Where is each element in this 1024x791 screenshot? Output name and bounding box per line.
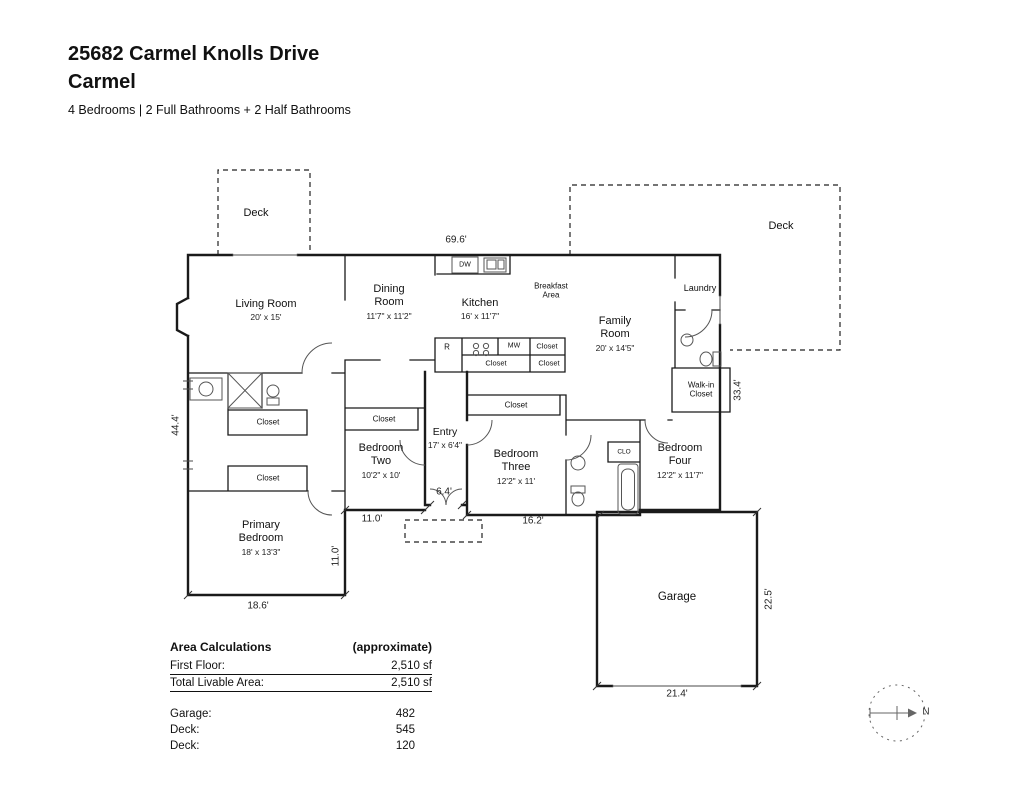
- room-label-primary-bedroom: Primary Bedroom 18' x 13'3": [238, 519, 284, 557]
- room-label-kitchen: Kitchen 16' x 11'7": [460, 297, 500, 321]
- dimension-left-height: 44.4': [170, 414, 182, 436]
- dimension-garage-bottom: 21.4': [666, 688, 688, 700]
- area-row-label: Deck:: [170, 724, 200, 736]
- area-calculations-title: Area Calculations: [170, 640, 272, 654]
- area-row-value: 2,510 sf: [391, 660, 432, 672]
- deck-label: Deck: [768, 220, 794, 232]
- dimension-entry-door: 6.4': [436, 486, 452, 498]
- kitchen-sink-basin: [497, 259, 505, 270]
- sink-icon: [266, 384, 280, 398]
- shower-icon: [227, 372, 263, 409]
- bed-bath-summary: 4 Bedrooms | 2 Full Bathrooms + 2 Half B…: [68, 103, 351, 117]
- interior-walls: [187, 254, 731, 516]
- room-label-dining-room: Dining Room 11'7" x 11'2": [366, 283, 412, 321]
- outer-walls: [175, 253, 759, 688]
- kitchen-sink-icon: [483, 257, 507, 273]
- door-arcs: [301, 309, 713, 516]
- area-row: Deck: 545: [170, 722, 415, 738]
- deck-outlines: [217, 169, 841, 543]
- closet-label: Closet: [538, 358, 560, 368]
- dimension-ticks: [183, 500, 762, 691]
- area-row-value: 545: [395, 724, 415, 736]
- range-label: R: [444, 342, 450, 352]
- sink-icon: [198, 381, 214, 397]
- closet-label: Closet: [485, 358, 507, 368]
- area-row-label: Deck:: [170, 740, 200, 752]
- cooktop-burner-icon: [472, 342, 480, 350]
- shower-x-icon: [227, 372, 263, 409]
- area-row-label: Garage:: [170, 708, 212, 720]
- area-row-label: First Floor:: [170, 660, 225, 672]
- compass-north-label: N: [922, 706, 930, 718]
- area-row: First Floor: 2,510 sf: [170, 658, 432, 675]
- area-row-value: 482: [395, 708, 415, 720]
- dimension-primary-side: 11.0': [330, 545, 342, 567]
- area-calculations-qualifier: (approximate): [352, 640, 432, 654]
- area-calculations: Area Calculations (approximate) First Fl…: [170, 640, 432, 754]
- area-row-value: 2,510 sf: [391, 677, 432, 689]
- area-row: Total Livable Area: 2,510 sf: [170, 675, 432, 692]
- door-window-lines: [183, 254, 742, 687]
- toilet-tank-icon: [712, 351, 722, 367]
- cooktop-burner-icon: [482, 342, 490, 350]
- compass-circle: [868, 684, 926, 742]
- room-label-bedroom-two: Bedroom Two 10'2" x 10': [358, 442, 404, 480]
- room-label-entry: Entry 17' x 6'4": [427, 426, 463, 450]
- cooktop-burner-icon: [482, 349, 490, 357]
- area-row: Deck: 120: [170, 738, 415, 754]
- closet-label: Closet: [504, 400, 528, 410]
- room-label-family-room: Family Room 20' x 14'5": [595, 315, 635, 353]
- dimension-bedroom-three-width: 16.2': [522, 515, 544, 527]
- room-label-bedroom-four: Bedroom Four 12'2" x 11'7": [657, 442, 703, 480]
- dimension-right-height: 33.4': [732, 379, 744, 401]
- clo-label: CLO: [617, 448, 631, 456]
- room-label-bedroom-three: Bedroom Three 12'2" x 11': [493, 448, 539, 486]
- tub-inner-icon: [621, 468, 635, 511]
- toilet-tank-icon: [570, 485, 586, 494]
- toilet-bowl-icon: [699, 351, 713, 367]
- area-calculations-header: Area Calculations (approximate): [170, 640, 432, 654]
- closet-label: Closet: [372, 414, 396, 424]
- cooktop-burner-icon: [472, 349, 480, 357]
- area-row-value: 120: [395, 740, 415, 752]
- address-line: 25682 Carmel Knolls Drive: [68, 43, 320, 65]
- dimension-bedroom-two-width: 11.0': [361, 513, 383, 525]
- toilet-icon: [266, 397, 280, 406]
- listing-header: 25682 Carmel Knolls Drive Carmel 4 Bedro…: [68, 40, 351, 117]
- compass-axis: [869, 706, 908, 720]
- room-label-garage: Garage: [657, 591, 697, 603]
- dimension-garage-side: 22.5': [763, 588, 775, 610]
- city-line: Carmel: [68, 71, 136, 93]
- kitchen-sink-basin: [486, 259, 497, 270]
- room-label-laundry: Laundry: [683, 283, 717, 293]
- toilet-bowl-icon: [571, 491, 585, 507]
- area-row: Garage: 482: [170, 706, 415, 722]
- microwave-label: MW: [507, 342, 521, 350]
- dishwasher-label: DW: [459, 261, 471, 269]
- dimension-top-width: 69.6': [445, 234, 467, 246]
- area-row-label: Total Livable Area:: [170, 677, 264, 689]
- closet-label: Closet: [256, 417, 280, 427]
- fixtures: [189, 256, 722, 515]
- vanity-icon: [189, 377, 223, 401]
- compass-icon: [868, 684, 926, 742]
- dimension-primary-bottom: 18.6': [247, 600, 269, 612]
- tub-icon: [617, 463, 639, 515]
- closet-label: Closet: [536, 341, 558, 351]
- sink-icon: [680, 333, 694, 347]
- room-label-breakfast-area: Breakfast Area: [534, 281, 568, 300]
- closet-label: Closet: [256, 473, 280, 483]
- room-label-walkin-closet: Walk-in Closet: [687, 380, 715, 399]
- compass-arrow: [908, 708, 917, 718]
- sink-icon: [570, 455, 586, 471]
- room-label-living-room: Living Room 20' x 15': [235, 298, 297, 322]
- dishwasher-box: [451, 256, 479, 274]
- deck-label: Deck: [243, 207, 269, 219]
